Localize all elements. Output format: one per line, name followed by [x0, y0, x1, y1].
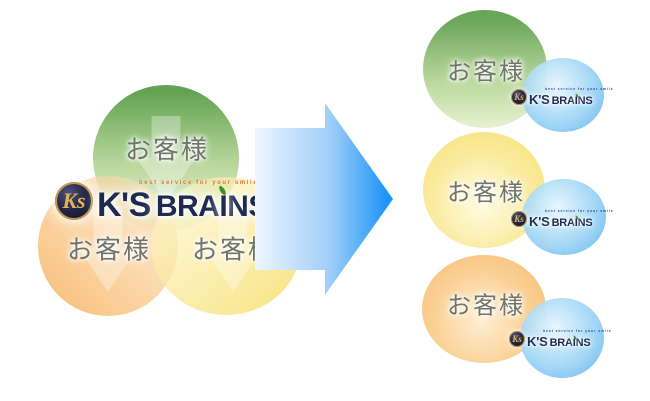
monogram-text: Ks [62, 188, 86, 213]
customer-label: お客様 [447, 292, 525, 320]
monogram-text: Ks [514, 214, 524, 225]
ks-brains-circle-3 [520, 298, 604, 378]
brand-name-i: I [217, 185, 229, 222]
brand-tagline: best service for your smile [545, 209, 614, 213]
ks-monogram-icon: Ks [509, 331, 525, 348]
ks-monogram-icon: Ks [55, 182, 93, 220]
ks-monogram-icon: Ks [511, 89, 527, 106]
monogram-text: Ks [512, 334, 522, 345]
ks-brains-circle-1 [522, 58, 604, 132]
customer-label: お客様 [447, 179, 525, 207]
monogram-text: Ks [514, 92, 524, 103]
customer-label: お客様 [447, 58, 525, 86]
brand-tagline: best service for your smile [543, 329, 612, 333]
customer-label: お客様 [66, 234, 152, 265]
brand-name-pre: BRA [155, 190, 220, 223]
customer-label: お客様 [124, 134, 210, 165]
right-arrow-icon [255, 103, 393, 295]
brand-name-prefix: K'S [97, 186, 151, 224]
brand-tagline: best service for your smile [545, 87, 614, 91]
brand-tagline: best service for your smile [139, 180, 259, 186]
ks-brains-circle-2 [522, 179, 606, 255]
ks-monogram-icon: Ks [511, 211, 527, 228]
